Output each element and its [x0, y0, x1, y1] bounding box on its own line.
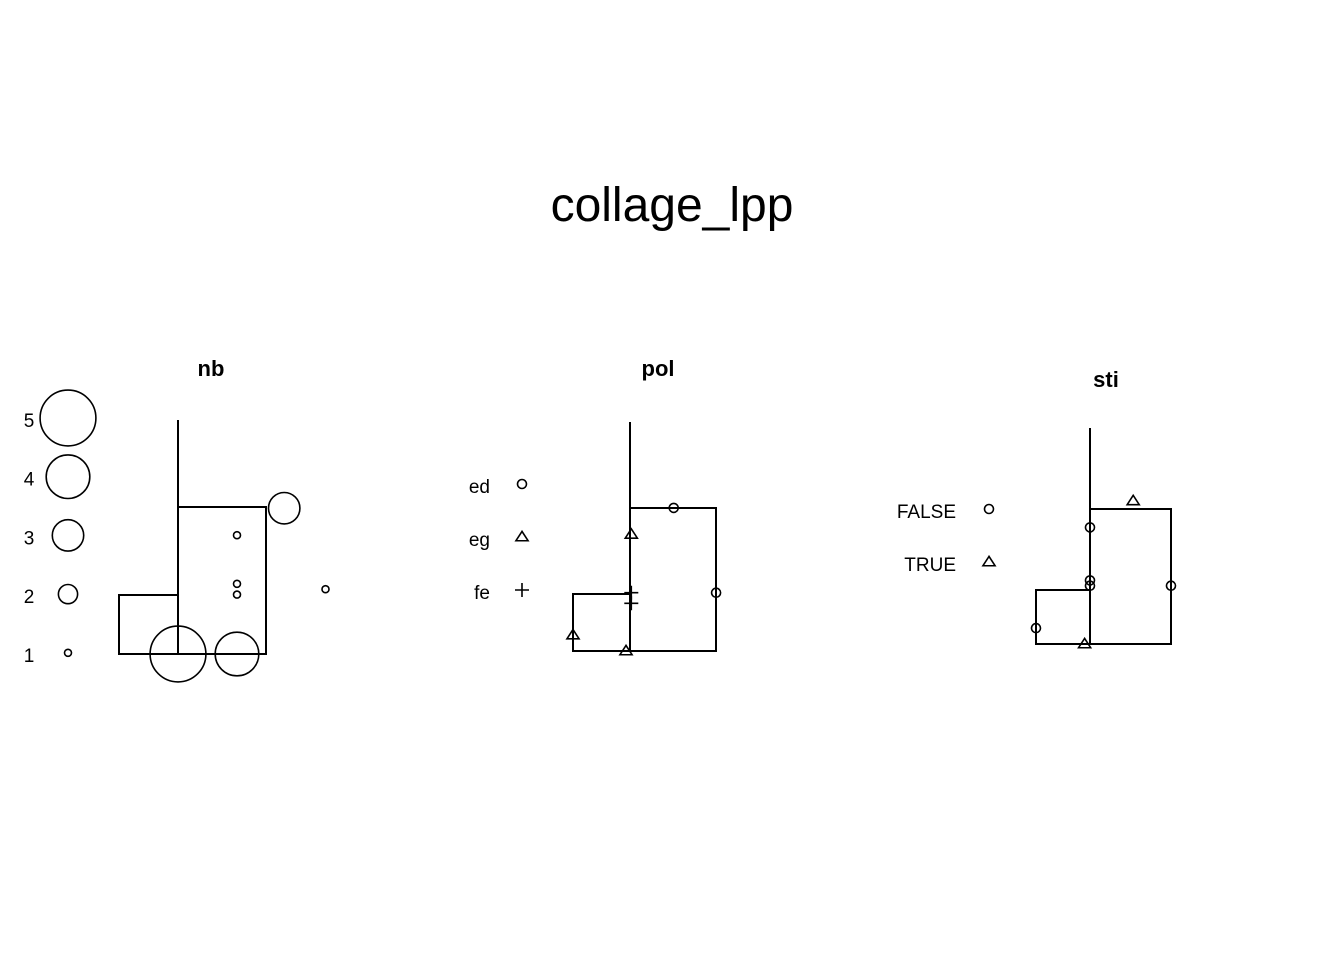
legend-nb: 5 4 3 2 1 [24, 389, 97, 667]
panel-title-sti: sti [1093, 367, 1119, 392]
panel-title-nb: nb [198, 356, 225, 381]
legend-symbol-eg [514, 529, 530, 542]
point-nb-1 [214, 631, 260, 677]
point-nb-2 [232, 590, 242, 599]
main-title: collage_lpp [550, 179, 794, 232]
network-lines-sti [1035, 428, 1172, 645]
point-sti-0 [1030, 622, 1042, 634]
marks-pol [565, 502, 722, 656]
legend-symbol-false [983, 503, 995, 515]
point-sti-5 [1125, 493, 1141, 506]
point-pol-1 [618, 643, 634, 656]
network-lines-pol [572, 422, 717, 652]
panel-sti: sti FALSE TRUE [897, 367, 1177, 649]
marks-nb [149, 491, 330, 683]
legend-label-2: 2 [24, 587, 35, 608]
legend-size-1 [63, 648, 73, 658]
network-lines-nb [118, 420, 267, 655]
legend-size-3 [51, 518, 85, 552]
legend-symbol-true [981, 554, 997, 567]
marks-sti [1030, 493, 1177, 649]
panel-title-pol: pol [642, 356, 675, 381]
point-sti-4 [1084, 522, 1096, 533]
point-pol-5 [668, 502, 680, 514]
point-nb-3 [232, 579, 242, 589]
point-sti-2 [1084, 580, 1096, 592]
legend-size-4 [45, 454, 91, 500]
legend-label-false: FALSE [897, 502, 956, 523]
point-sti-1 [1077, 636, 1093, 649]
panel-pol: pol ed eg fe [469, 356, 722, 656]
legend-size-5 [39, 389, 97, 447]
point-nb-6 [321, 584, 330, 594]
legend-label-4: 4 [24, 470, 35, 491]
legend-label-true: TRUE [904, 555, 956, 576]
point-pol-3 [624, 585, 639, 600]
legend-label-eg: eg [469, 530, 490, 551]
legend-sti: FALSE TRUE [897, 502, 997, 576]
legend-label-3: 3 [24, 528, 35, 549]
legend-label-fe: fe [474, 583, 490, 604]
point-sti-6 [1165, 580, 1177, 592]
legend-label-ed: ed [469, 477, 490, 498]
point-sti-3 [1084, 575, 1096, 586]
legend-pol: ed eg fe [469, 477, 530, 604]
point-pol-0 [565, 628, 581, 640]
point-pol-6 [710, 587, 722, 599]
panel-nb: nb 5 4 3 2 1 [24, 356, 330, 683]
legend-label-1: 1 [24, 646, 35, 667]
point-nb-5 [267, 491, 301, 525]
legend-symbol-fe [515, 583, 529, 597]
point-pol-4 [623, 527, 639, 539]
point-nb-4 [232, 530, 242, 540]
legend-symbol-ed [516, 478, 528, 490]
point-nb-0 [149, 625, 207, 683]
legend-label-5: 5 [24, 411, 35, 432]
legend-size-2 [57, 583, 79, 605]
